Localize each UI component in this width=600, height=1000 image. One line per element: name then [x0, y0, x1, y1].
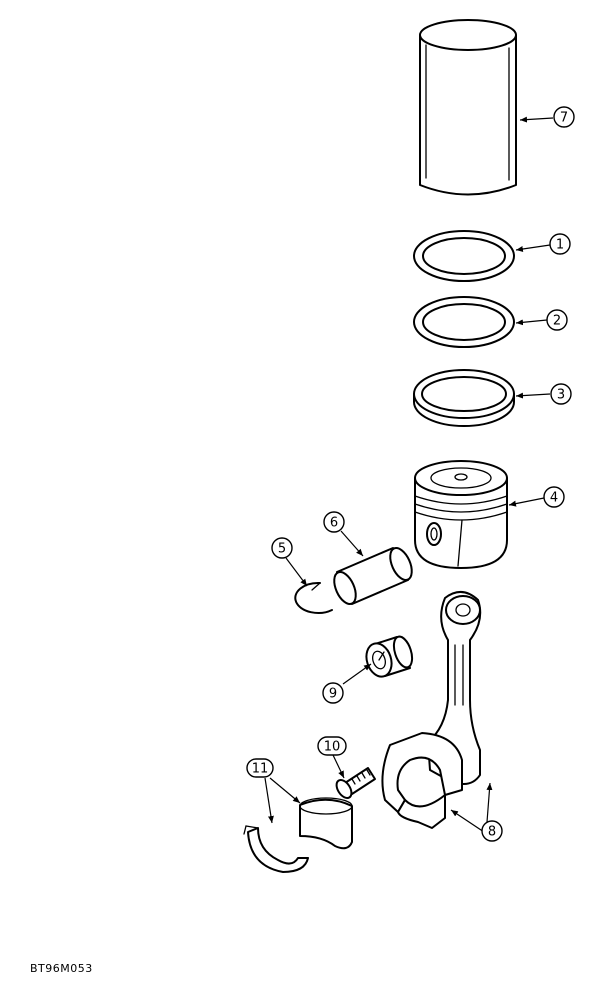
- callout-3-label: 3: [557, 388, 565, 403]
- retaining-ring: [294, 581, 333, 614]
- callout-1: 1: [549, 233, 571, 255]
- pin-bushing: [365, 635, 414, 678]
- callout-7: 7: [553, 106, 575, 128]
- callout-6-label: 6: [330, 516, 338, 531]
- callout-10-label: 10: [324, 740, 341, 755]
- rod-bolt: [335, 767, 376, 800]
- connecting-rod: [381, 591, 482, 829]
- callout-9: 9: [322, 682, 344, 704]
- callout-2-label: 2: [553, 314, 561, 329]
- piston: [414, 460, 508, 569]
- callout-11: 11: [246, 758, 274, 778]
- piston-ring-oil: [413, 369, 515, 427]
- callout-4: 4: [543, 486, 565, 508]
- callout-6: 6: [323, 511, 345, 533]
- callout-5-label: 5: [278, 542, 286, 557]
- callout-4-label: 4: [550, 491, 558, 506]
- piston-pin: [333, 547, 413, 605]
- callout-2: 2: [546, 309, 568, 331]
- callout-8-label: 8: [488, 825, 496, 840]
- callout-9-label: 9: [329, 687, 337, 702]
- callout-7-label: 7: [560, 111, 568, 126]
- callout-5: 5: [271, 537, 293, 559]
- callout-11-label: 11: [252, 762, 269, 777]
- figure-code: BT96M053: [30, 962, 93, 975]
- cylinder-sleeve: [419, 19, 517, 196]
- callout-3: 3: [550, 383, 572, 405]
- leader-lines: [264, 116, 554, 833]
- piston-ring-middle: [413, 296, 515, 348]
- callout-8: 8: [481, 820, 503, 842]
- callout-1-label: 1: [556, 238, 564, 253]
- piston-ring-top: [413, 230, 515, 282]
- rod-bearing-shells: [243, 797, 353, 873]
- callout-10: 10: [317, 736, 347, 756]
